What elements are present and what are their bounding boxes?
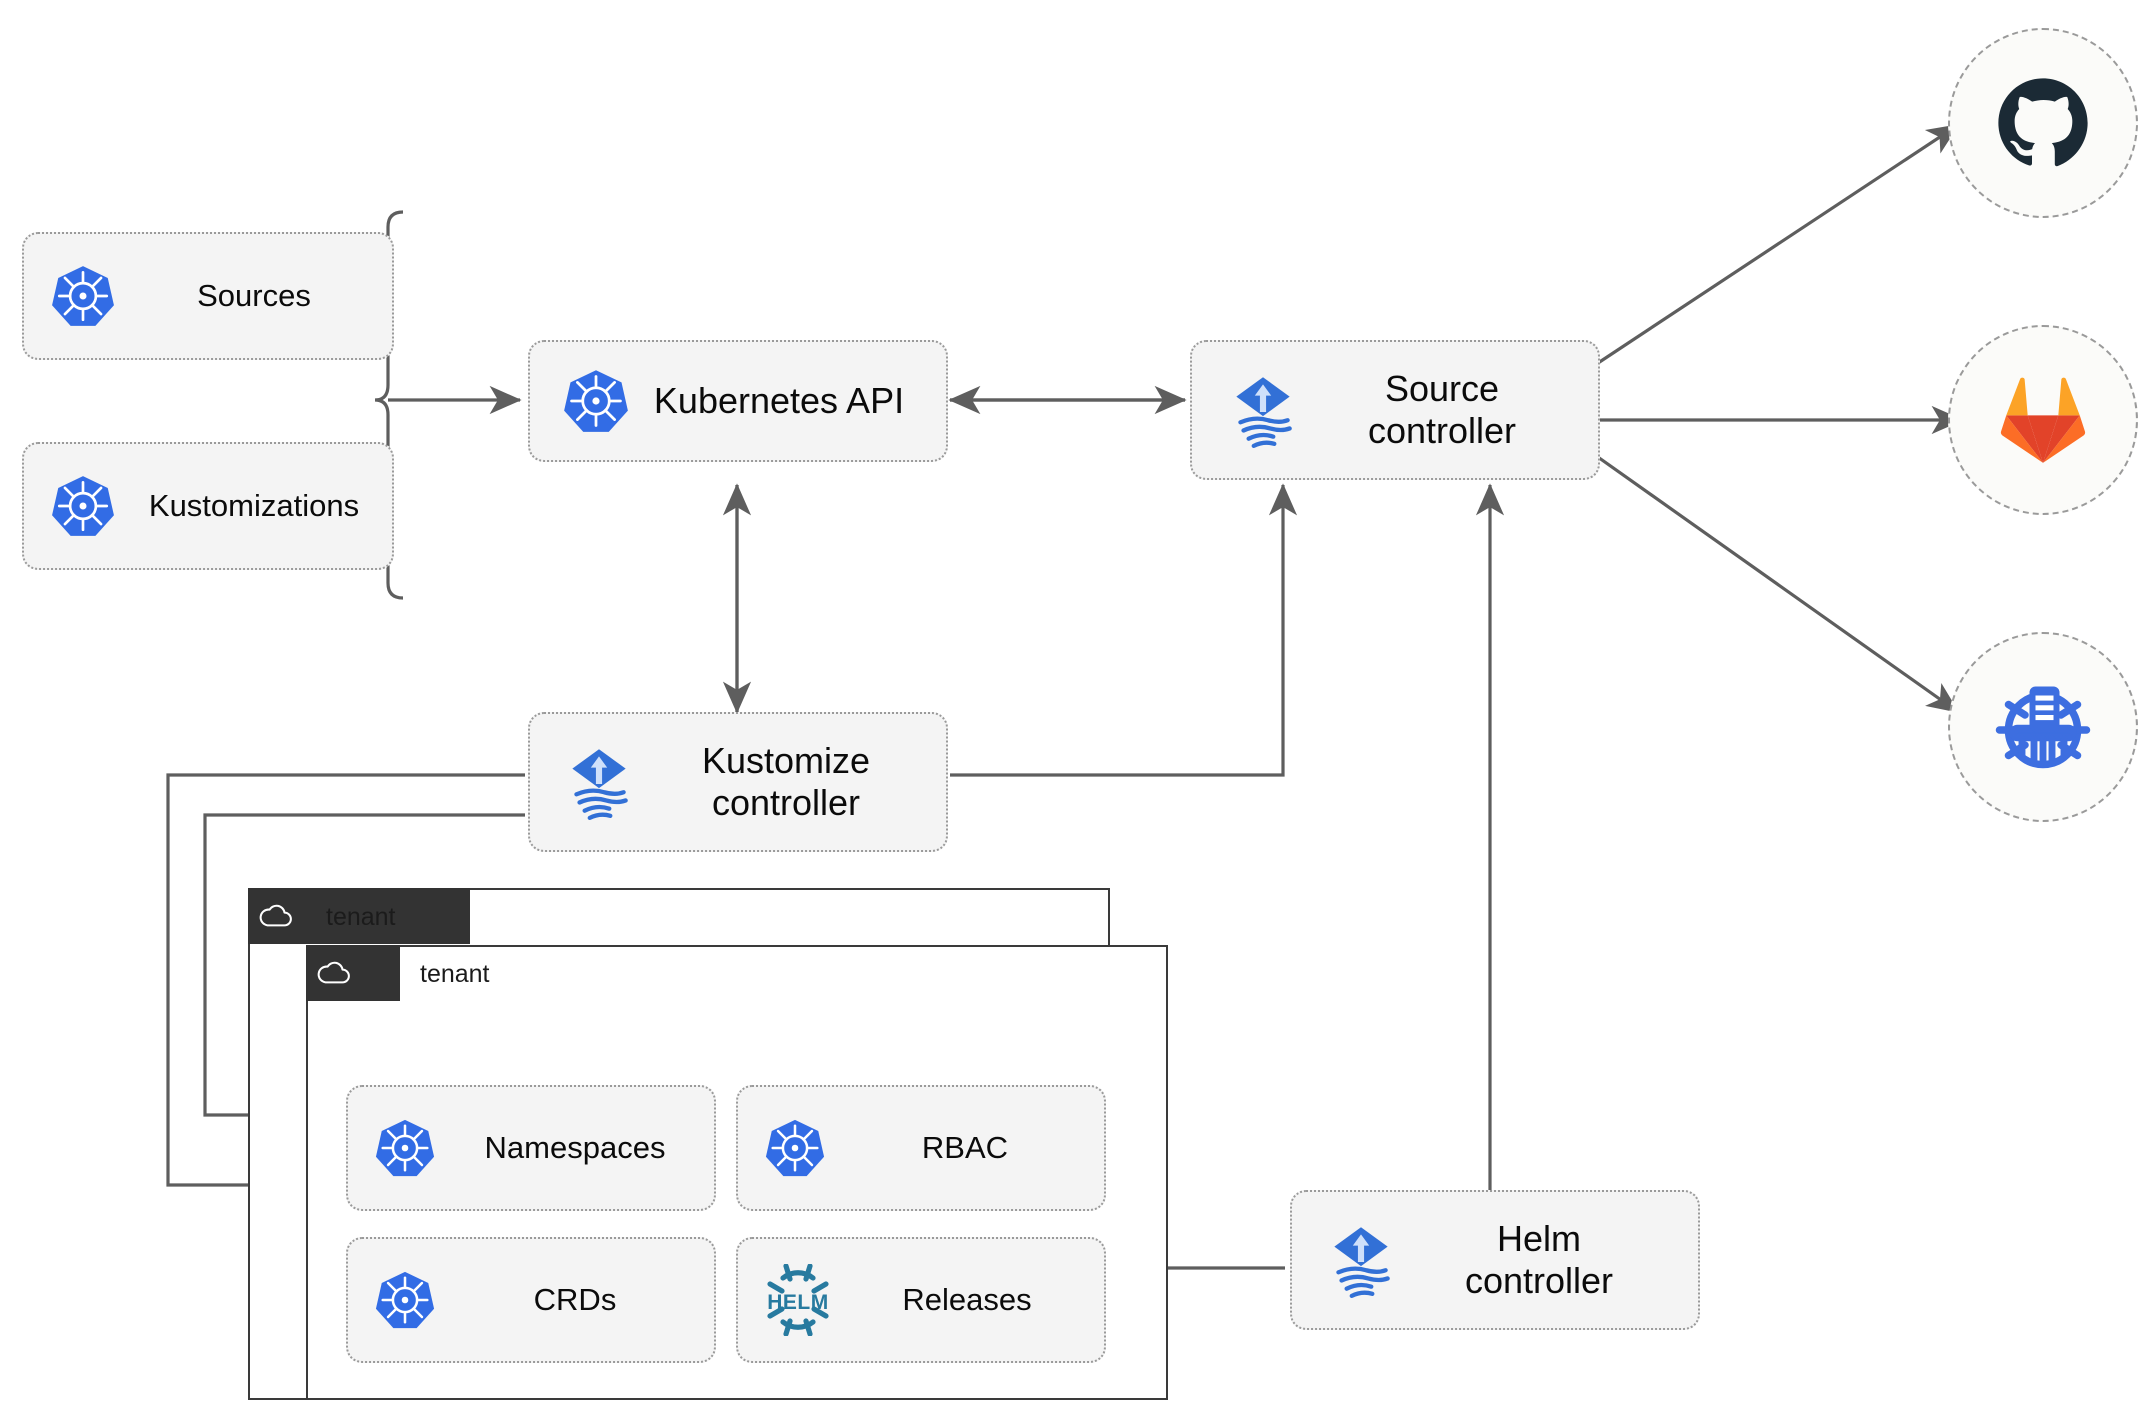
kubernetes-icon <box>374 1117 436 1179</box>
node-label: Sources <box>197 278 311 314</box>
node-label: Namespaces <box>484 1130 666 1166</box>
cloud-icon <box>306 945 362 1001</box>
tenant-label: tenant <box>326 903 396 931</box>
github-icon <box>1998 78 2088 167</box>
endpoint-github[interactable] <box>1948 28 2138 218</box>
svg-text:HELM: HELM <box>767 1291 829 1314</box>
kubernetes-icon <box>50 263 116 329</box>
gitlab-icon <box>2000 377 2086 463</box>
helm-repository-icon <box>1995 686 2091 769</box>
helm-icon: HELM <box>760 1264 836 1336</box>
node-rbac[interactable]: RBAC <box>736 1085 1106 1211</box>
tenant-label: tenant <box>420 960 490 988</box>
cloud-icon <box>248 888 304 944</box>
node-label: CRDs <box>533 1282 617 1318</box>
kubernetes-icon <box>50 473 116 539</box>
kubernetes-icon <box>374 1269 436 1331</box>
node-helm-controller[interactable]: Helm controller <box>1290 1190 1700 1330</box>
tenant-tab[interactable] <box>247 887 470 944</box>
endpoint-gitlab[interactable] <box>1948 325 2138 515</box>
node-sources[interactable]: Sources <box>22 232 394 360</box>
node-label: Kustomize controller <box>701 740 871 823</box>
node-label: Helm controller <box>1464 1218 1614 1301</box>
tenant-tab[interactable] <box>305 944 400 1001</box>
kubernetes-icon <box>764 1117 826 1179</box>
node-label: Kustomizations <box>148 488 360 524</box>
node-kustomizations[interactable]: Kustomizations <box>22 442 394 570</box>
node-crds[interactable]: CRDs <box>346 1237 716 1363</box>
node-label: RBAC <box>921 1130 1009 1166</box>
node-source-controller[interactable]: Source controller <box>1190 340 1600 480</box>
node-label: Releases <box>902 1282 1032 1318</box>
flux-icon <box>1222 369 1304 451</box>
node-label: Kubernetes API <box>653 380 905 422</box>
node-label: Source controller <box>1367 368 1517 451</box>
endpoint-helm-repository[interactable] <box>1948 632 2138 822</box>
node-namespaces[interactable]: Namespaces <box>346 1085 716 1211</box>
tenant-window-front[interactable]: tenant Namespaces <box>305 944 1168 1400</box>
node-releases[interactable]: HELM Releases <box>736 1237 1106 1363</box>
node-kustomize-controller[interactable]: Kustomize controller <box>528 712 948 852</box>
node-kubernetes-api[interactable]: Kubernetes API <box>528 340 948 462</box>
flux-icon <box>558 741 640 823</box>
flux-icon <box>1320 1219 1402 1301</box>
kubernetes-icon <box>562 367 630 435</box>
